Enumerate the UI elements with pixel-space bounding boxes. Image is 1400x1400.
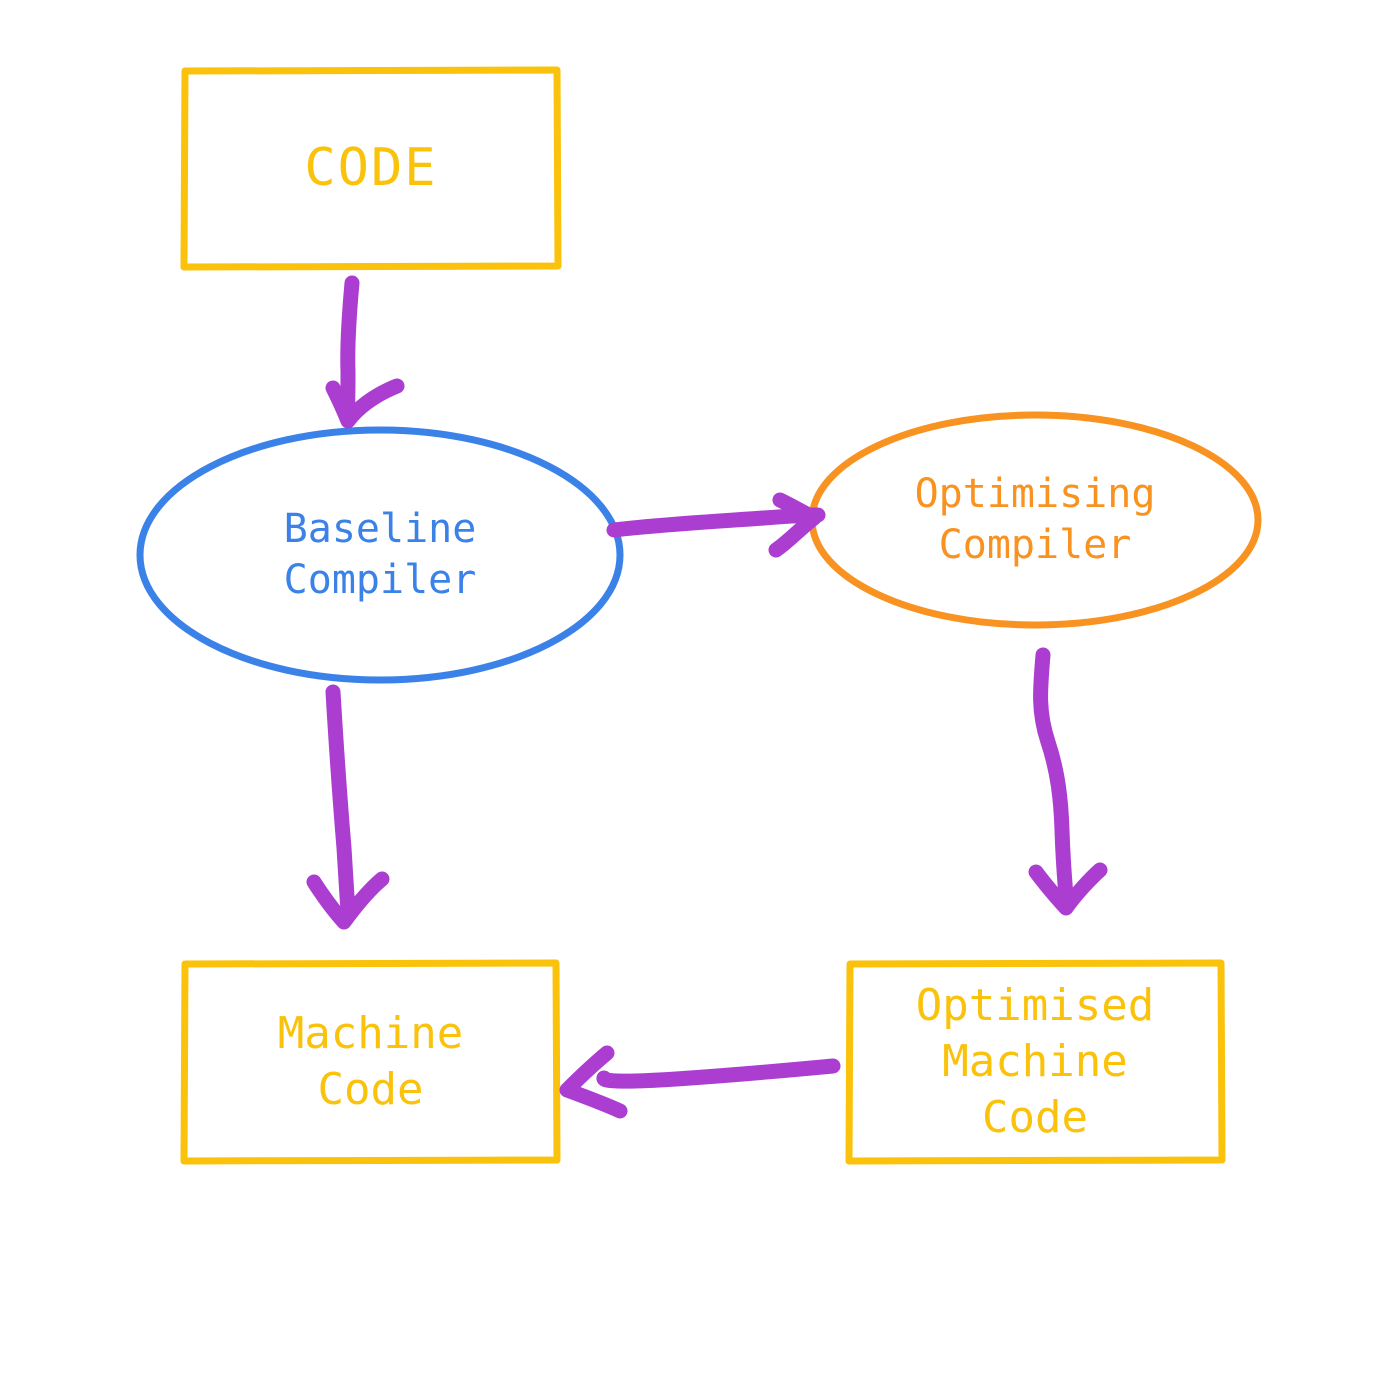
baseline-compiler-ellipse-outline <box>136 426 624 684</box>
node-code[interactable] <box>180 66 562 271</box>
arrow-head <box>325 378 405 429</box>
node-baseline-compiler[interactable] <box>136 426 624 684</box>
arrow-shaft <box>339 275 360 424</box>
arrow-head <box>559 1045 628 1119</box>
node-machine-code[interactable] <box>180 959 561 1165</box>
edge-optimised-code-to-machine-code <box>559 1045 841 1119</box>
edge-baseline-to-optimising <box>606 492 826 558</box>
edge-code-to-baseline <box>325 275 405 429</box>
arrow-shaft <box>596 1058 841 1089</box>
arrow-head <box>768 492 822 558</box>
node-optimised-machine-code[interactable] <box>845 959 1226 1165</box>
optimising-compiler-ellipse-outline <box>808 411 1262 629</box>
node-optimising-compiler[interactable] <box>808 411 1262 629</box>
arrow-head <box>306 871 390 930</box>
arrow-shaft <box>1033 647 1074 904</box>
arrow-shaft <box>325 684 356 918</box>
edge-baseline-to-machine-code <box>306 684 390 930</box>
arrow-shaft <box>606 507 826 538</box>
optimised-machine-code-box-outline <box>845 959 1226 1165</box>
code-box-outline <box>180 66 562 271</box>
machine-code-box-outline <box>180 959 561 1165</box>
edge-optimising-to-optimised-code <box>1028 647 1108 916</box>
arrow-head <box>1028 862 1108 916</box>
